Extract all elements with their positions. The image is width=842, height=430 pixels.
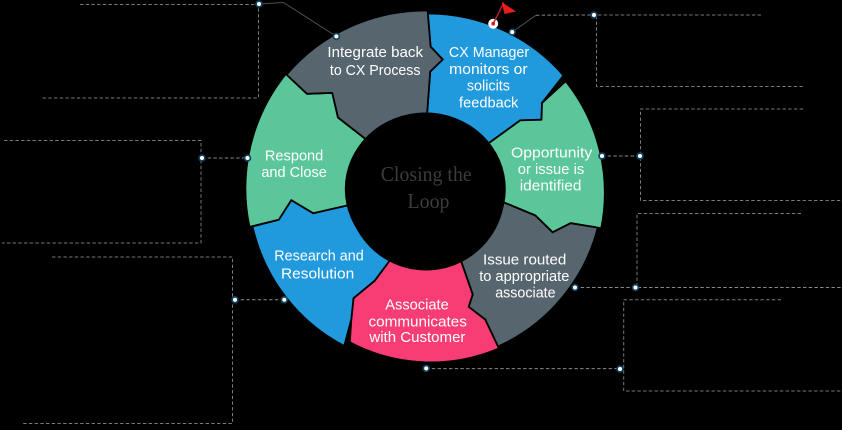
svg-text:communicates: communicates (369, 313, 468, 330)
svg-text:or issue is: or issue is (518, 161, 585, 178)
svg-text:with Customer: with Customer (368, 329, 465, 346)
svg-text:CX Manager: CX Manager (449, 44, 529, 61)
svg-text:Issue routed: Issue routed (483, 252, 566, 269)
svg-text:monitors or: monitors or (449, 61, 527, 78)
svg-text:feedback: feedback (459, 94, 519, 111)
svg-text:Associate: Associate (385, 296, 449, 313)
svg-text:Respond: Respond (265, 148, 323, 165)
svg-text:Resolution: Resolution (281, 265, 354, 282)
svg-text:Research and: Research and (274, 247, 363, 264)
svg-text:Loop: Loop (408, 191, 450, 213)
svg-text:Integrate back: Integrate back (327, 44, 423, 61)
svg-text:solicits: solicits (467, 78, 510, 95)
svg-text:associate: associate (495, 284, 555, 301)
svg-text:to CX Process: to CX Process (330, 62, 421, 79)
svg-text:Opportunity: Opportunity (511, 144, 593, 161)
svg-text:identified: identified (520, 178, 582, 195)
svg-text:and Close: and Close (261, 164, 327, 181)
svg-text:Closing the: Closing the (381, 164, 472, 186)
svg-text:to appropriate: to appropriate (479, 268, 569, 285)
